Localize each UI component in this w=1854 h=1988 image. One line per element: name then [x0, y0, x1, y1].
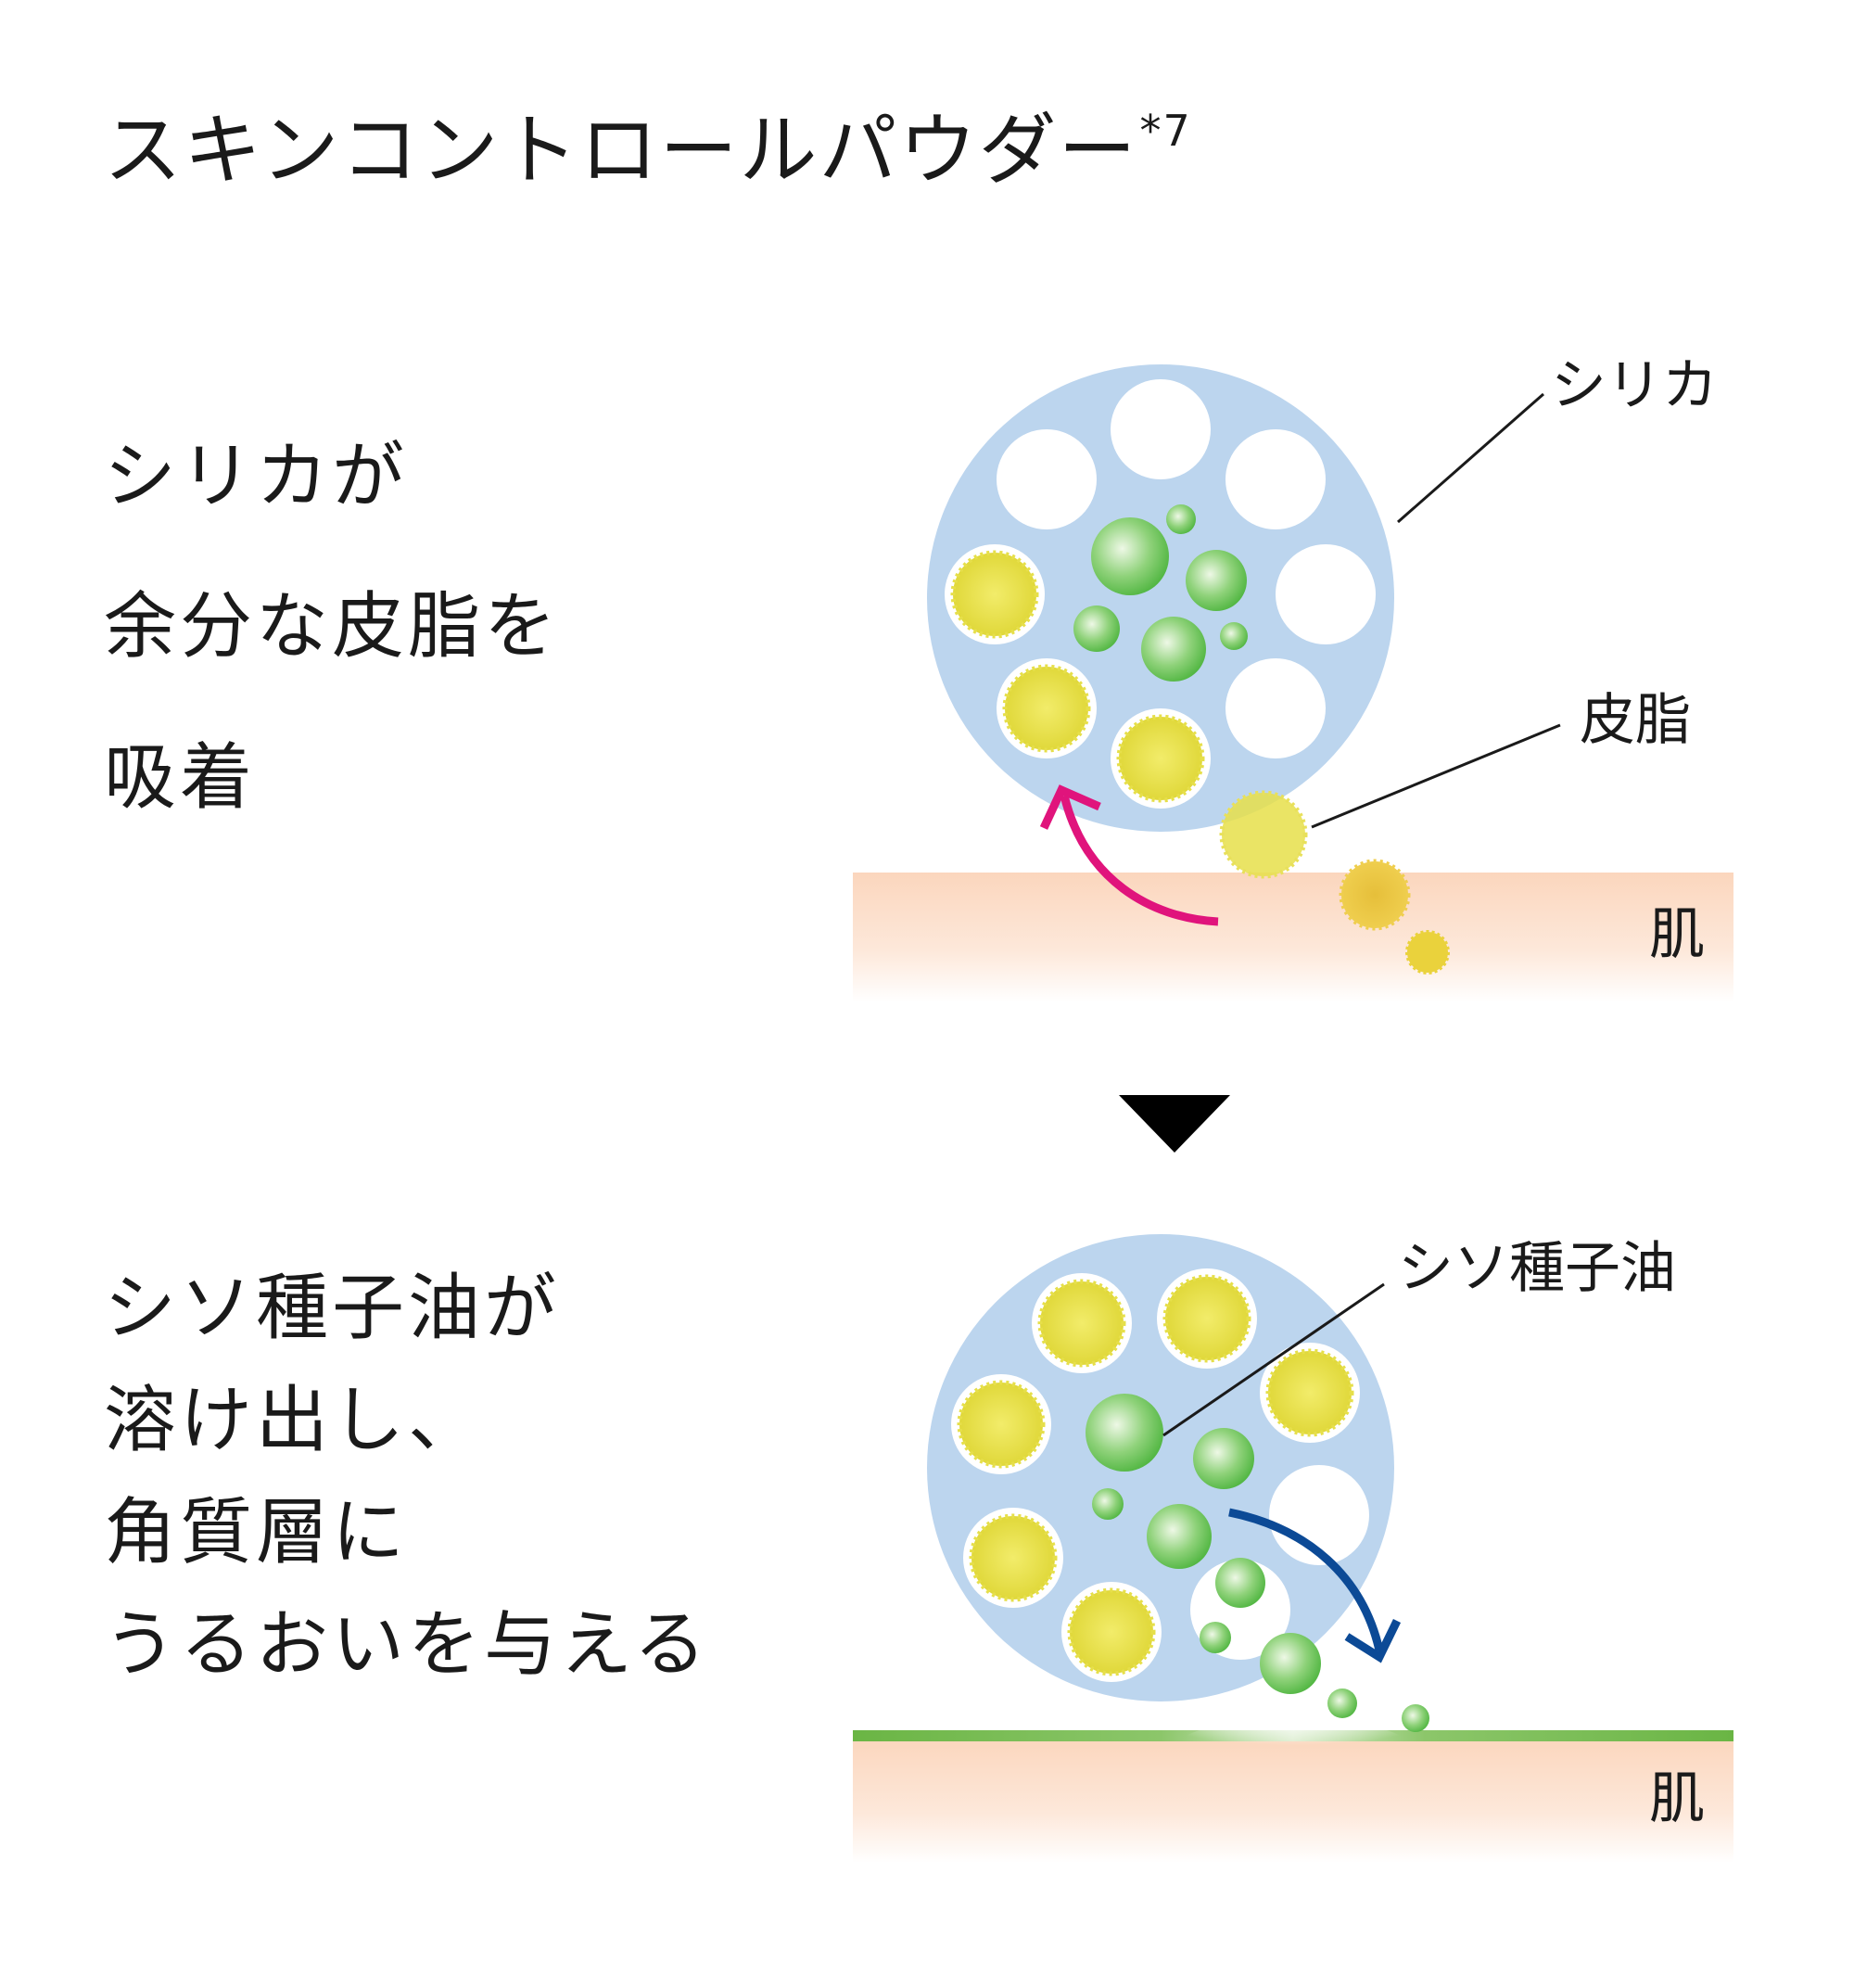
sebum-filled-pore — [1111, 708, 1211, 809]
sebum-filled-pore — [1061, 1582, 1162, 1682]
step1-skin-layer — [853, 873, 1733, 1002]
oil-droplet — [1086, 1394, 1163, 1472]
sebum-filled-pore — [951, 1374, 1051, 1474]
step2-caption-line-1: シソ種子油が — [104, 1267, 561, 1350]
oil-leader-line — [1162, 1282, 1385, 1437]
step1-caption-line-2: 余分な皮脂を — [104, 585, 561, 669]
oil-droplet — [1186, 550, 1247, 611]
silica-leader-line — [1397, 392, 1544, 524]
silica-label: シリカ — [1551, 353, 1718, 418]
sebum-filled-pore — [1260, 1343, 1360, 1443]
sebum-droplet — [1405, 930, 1450, 975]
sebum-filled-pore — [1032, 1273, 1132, 1373]
step2-skin-label: 肌 — [1649, 1766, 1705, 1831]
sebum-droplet — [1219, 790, 1308, 879]
empty-pore — [1225, 658, 1326, 758]
oil-droplet — [1141, 617, 1206, 682]
footnote-mark: *7 — [1139, 106, 1192, 156]
step2-diagram — [853, 1234, 1733, 1863]
step2-caption-line-2: 溶け出し、 — [104, 1379, 485, 1462]
oil-droplet — [1092, 1488, 1124, 1520]
page-title: スキンコントロールパウダー*7 — [104, 105, 1192, 196]
oil-droplet — [1260, 1633, 1321, 1694]
oil-droplet — [1402, 1704, 1429, 1732]
sebum-filled-pore — [1157, 1268, 1257, 1369]
oil-droplet — [1327, 1689, 1357, 1718]
next-step-triangle-icon — [1119, 1095, 1230, 1153]
sebum-label: 皮脂 — [1580, 688, 1691, 753]
absorb-arrow — [1039, 784, 1219, 926]
oil-droplet — [1220, 622, 1248, 650]
oil-droplet — [1091, 517, 1169, 595]
oil-droplet — [1147, 1504, 1212, 1569]
step1-skin-label: 肌 — [1649, 902, 1705, 967]
oil-label: シソ種子油 — [1398, 1236, 1676, 1301]
empty-pore — [1111, 379, 1211, 479]
sebum-filled-pore — [997, 658, 1097, 758]
release-arrow — [1228, 1508, 1402, 1663]
step2-caption-line-3: 角質層に — [104, 1491, 409, 1574]
sebum-droplet — [1339, 859, 1411, 931]
empty-pore — [997, 429, 1097, 529]
sebum-leader-line — [1311, 723, 1561, 829]
step1-caption-line-1: シリカが — [104, 435, 409, 518]
oil-droplet — [1193, 1428, 1254, 1489]
sebum-filled-pore — [963, 1508, 1063, 1608]
step1-caption-line-3: 吸着 — [104, 736, 257, 820]
oil-droplet — [1215, 1558, 1265, 1608]
step2-caption-line-4: うるおいを与える — [104, 1603, 710, 1687]
step1-diagram — [853, 364, 1733, 1002]
empty-pore — [1276, 544, 1376, 644]
oil-droplet — [1166, 504, 1196, 534]
empty-pore — [1225, 429, 1326, 529]
sebum-filled-pore — [945, 544, 1045, 644]
oil-droplet — [1200, 1622, 1231, 1653]
oil-droplet — [1073, 605, 1120, 652]
